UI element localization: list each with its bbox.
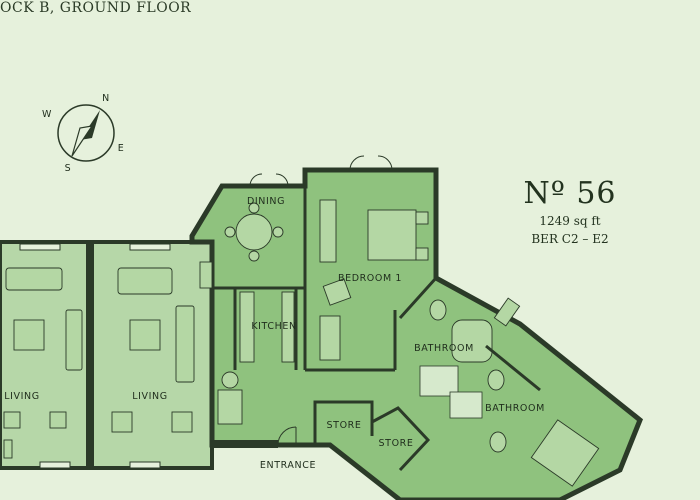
- compass-north-label: N: [102, 93, 110, 104]
- bathroom-area: [398, 276, 600, 487]
- room-label-entrance: ENTRANCE: [260, 460, 316, 471]
- room-label-bathroom-a: BATHROOM: [414, 343, 474, 354]
- store-and-entrance: [212, 400, 431, 472]
- room-label-kitchen: KITCHEN: [251, 321, 296, 332]
- compass-west-label: W: [42, 109, 52, 120]
- compass-south-label: S: [65, 163, 72, 174]
- unit-number: Nº 56: [523, 176, 617, 211]
- compass-rose: [57, 104, 115, 162]
- room-label-living-left: LIVING: [4, 391, 39, 402]
- plan-header: OCK B, GROUND FLOOR: [0, 0, 192, 16]
- room-label-bathroom-b: BATHROOM: [485, 403, 545, 414]
- living-left-furniture: [3, 267, 83, 459]
- french-doors: [249, 155, 393, 187]
- unit-info: Nº 56 1249 sq ft BER C2 – E2: [500, 176, 640, 248]
- bedroom-area: [303, 186, 429, 372]
- compass-east-label: E: [118, 143, 125, 154]
- neighbour-flat-middle: [90, 240, 214, 470]
- room-label-store-b: STORE: [379, 438, 414, 449]
- room-label-store-a: STORE: [327, 420, 362, 431]
- kitchen-area: [212, 286, 305, 425]
- room-label-dining: DINING: [247, 196, 285, 207]
- living-middle-furniture: [111, 261, 213, 433]
- room-label-bedroom-1: BEDROOM 1: [338, 273, 402, 284]
- unit-ber: BER C2 – E2: [531, 232, 609, 246]
- dining-table: [224, 202, 284, 262]
- neighbour-flat-left: [0, 240, 90, 470]
- room-label-living-middle: LIVING: [132, 391, 167, 402]
- unit-area: 1249 sq ft: [539, 214, 601, 228]
